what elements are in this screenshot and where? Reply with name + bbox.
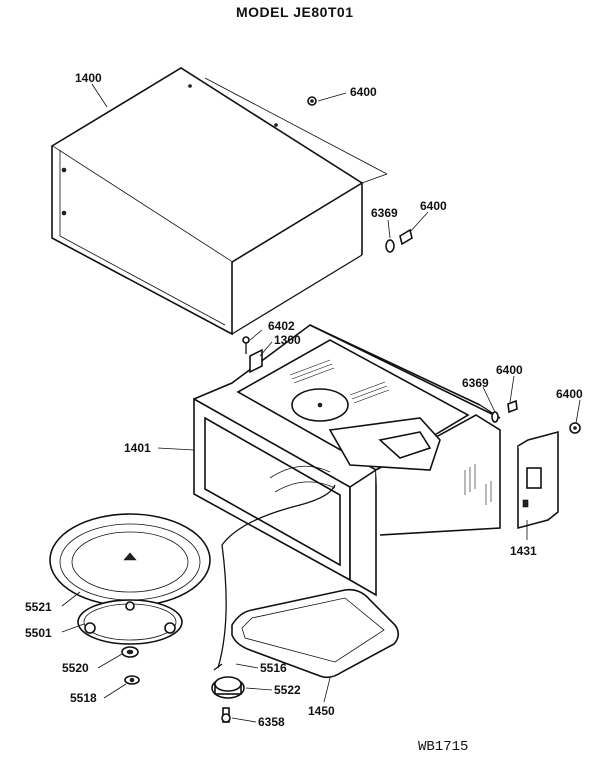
screw-6400-bracket: [569, 422, 581, 434]
label-1450: 1450: [308, 704, 335, 718]
label-5520: 5520: [62, 661, 89, 675]
drawing-code: WB1715: [418, 739, 468, 755]
label-6400-b: 6400: [420, 199, 447, 213]
coupler-5520: [121, 646, 139, 658]
screw-6402: [242, 336, 250, 354]
part-labels: 1400 6400 6369 6400 6402 1300 1401 6369 …: [25, 71, 583, 729]
shaft-5518: [124, 675, 140, 685]
label-1401: 1401: [124, 441, 151, 455]
label-5522: 5522: [274, 683, 301, 697]
label-5501: 5501: [25, 626, 52, 640]
screw-6400-chassis: [507, 399, 518, 414]
outer-case: [50, 67, 388, 336]
label-6400-d: 6400: [556, 387, 583, 401]
label-6400-a: 6400: [350, 85, 377, 99]
label-5516: 5516: [260, 661, 287, 675]
label-6369-b: 6369: [462, 376, 489, 390]
label-5521: 5521: [25, 600, 52, 614]
cover-1450: [231, 588, 400, 679]
label-1300: 1300: [274, 333, 301, 347]
leader-lines: [61, 83, 581, 723]
bracket-1431: [517, 430, 559, 530]
bracket-1300: [249, 348, 263, 374]
label-6358: 6358: [258, 715, 285, 729]
label-1431: 1431: [510, 544, 537, 558]
roller-ring-5501: [77, 599, 183, 645]
model-title: MODEL JE80T01: [236, 4, 354, 20]
label-6369-a: 6369: [371, 206, 398, 220]
screw-6400-side: [399, 228, 413, 246]
label-6400-c: 6400: [496, 363, 523, 377]
label-1400: 1400: [75, 71, 102, 85]
chassis-1401: [193, 324, 501, 597]
motor-5522: [211, 676, 245, 699]
washer-6369-side: [385, 239, 395, 253]
washer-6369-chassis: [491, 411, 499, 423]
screw-6400-top: [307, 96, 317, 106]
wire-5516: [213, 484, 336, 671]
label-5518: 5518: [70, 691, 97, 705]
screw-6358: [221, 707, 231, 723]
turntable-tray-5521: [49, 513, 211, 607]
label-6402: 6402: [268, 319, 295, 333]
